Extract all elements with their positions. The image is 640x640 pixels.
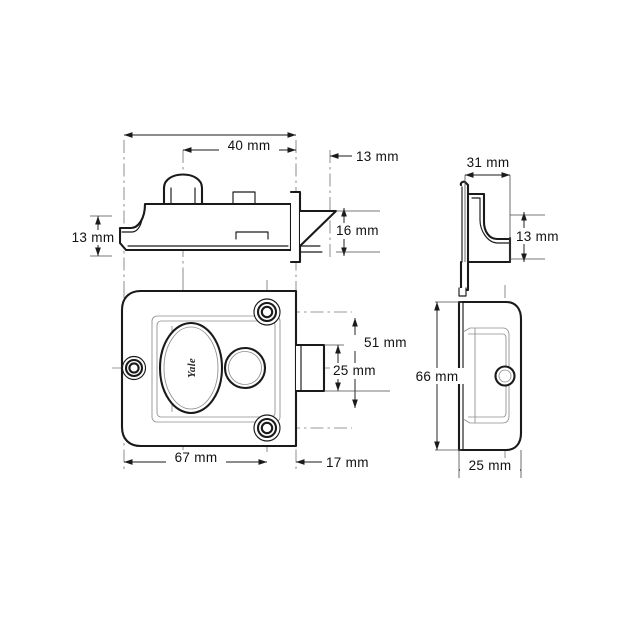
dim-67mm-label: 67 mm (175, 450, 218, 465)
dim-13mm-strike: 13 mm (510, 211, 568, 262)
faceplate-strip (289, 190, 302, 264)
dim-31mm: 31 mm (458, 155, 518, 178)
dim-13mm-left-label: 13 mm (72, 230, 115, 245)
dim-17mm-label: 17 mm (326, 455, 369, 470)
strike-top-nub (458, 287, 467, 297)
latch-bolt-block (294, 343, 326, 393)
top-boss (232, 191, 256, 205)
strike-side-profile (459, 180, 512, 292)
dim-13mm-strike-label: 13 mm (516, 229, 559, 244)
thumb-turn-knob (162, 173, 204, 206)
yale-logo: Yale (186, 358, 198, 378)
dim-25mm-strike: 25 mm (458, 458, 521, 474)
dim-25mm-latch-label: 25 mm (333, 363, 376, 378)
screw-hole-left (121, 355, 147, 381)
dim-13mm-right-top-label: 13 mm (356, 149, 399, 164)
lock-body-side-view (118, 140, 338, 285)
dim-25mm-strike-label: 25 mm (469, 458, 512, 473)
dim-40mm-label: 40 mm (228, 138, 271, 153)
screw-hole-bottom (253, 414, 281, 442)
screw-hole-top (253, 298, 281, 326)
latch-bolt-angled (298, 209, 338, 253)
dim-17mm: 17 mm (295, 455, 369, 470)
dim-16mm-label: 16 mm (336, 223, 379, 238)
lock-body-front-view: Yale (112, 280, 352, 470)
dim-13mm-right-top: 13 mm (329, 149, 399, 164)
dim-51mm-label: 51 mm (364, 335, 407, 350)
dim-66mm: 66 mm (408, 301, 466, 450)
dim-40mm: 40 mm (182, 138, 296, 154)
lock-cylinder-oval: Yale (158, 321, 224, 415)
dim-16mm: 16 mm (333, 207, 387, 256)
dim-66mm-label: 66 mm (416, 369, 459, 384)
dim-13mm-left: 13 mm (67, 215, 119, 257)
strike-plate-side-view (459, 175, 512, 292)
dim-31mm-label: 31 mm (467, 155, 510, 170)
yale-logo-text: Yale (186, 358, 198, 378)
dim-25mm-latch: 25 mm (324, 344, 390, 392)
dim-67mm: 67 mm (123, 450, 267, 466)
spindle-boss-circle (223, 346, 267, 390)
strike-screw-hole (494, 365, 516, 387)
dim-51mm: 51 mm (324, 317, 407, 408)
case-body-profile (118, 202, 293, 252)
